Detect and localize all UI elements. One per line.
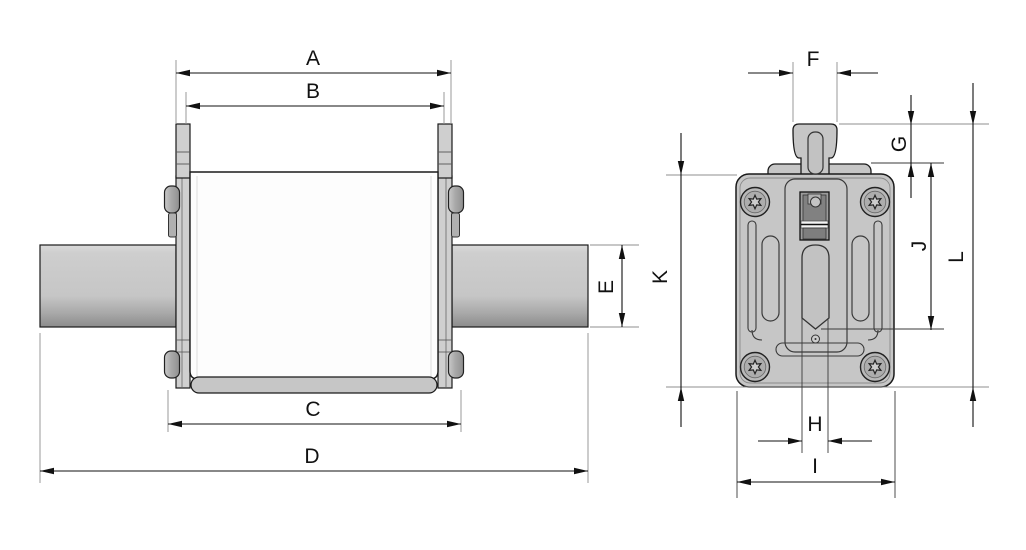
dimension-arrowheads [40, 69, 977, 486]
blade-slot [801, 244, 830, 330]
striker-pin [810, 196, 821, 208]
torx-screw-top-right [859, 186, 891, 218]
tab-slot [807, 131, 824, 175]
dim-label-F: F [807, 48, 820, 71]
top-tab-left [175, 123, 191, 179]
dim-label-C: C [305, 398, 320, 421]
dim-label-K: K [649, 270, 672, 284]
dim-label-A: A [306, 47, 320, 70]
dim-label-D: D [304, 445, 319, 468]
side-view [735, 123, 895, 388]
blade-left [39, 244, 177, 328]
top-tab-right [437, 123, 453, 179]
dim-label-E: E [595, 280, 618, 294]
fuse-body [189, 171, 439, 380]
dim-label-L: L [945, 251, 968, 263]
central-panel-groove [784, 178, 848, 353]
dim-label-H: H [807, 413, 822, 436]
blade-right [451, 244, 589, 328]
dim-label-G: G [888, 136, 911, 152]
rivet-bump-bottom-right [447, 350, 465, 379]
groove-bottom [775, 342, 865, 357]
groove-left-inner [761, 235, 780, 322]
bottom-plate [190, 376, 438, 394]
rivet-bump-bottom-left [163, 350, 181, 379]
dim-label-I: I [812, 455, 818, 478]
dim-label-B: B [306, 80, 320, 103]
rivet-bump-top-left [163, 185, 181, 214]
indicator-latch [799, 191, 830, 241]
dark-reference-lines [736, 162, 944, 498]
rivet-bump-top-right [447, 185, 465, 214]
side-body-inner-line [739, 177, 891, 384]
torx-screw-bottom-left [739, 351, 771, 383]
groove-right-inner [851, 235, 870, 322]
torx-screw-bottom-right [859, 351, 891, 383]
torx-screw-top-left [739, 186, 771, 218]
front-view [39, 123, 589, 394]
spring-clip-left [168, 212, 177, 238]
dimension-lines [40, 72, 974, 483]
dimension-labels: A B C D E F G H I J K L [304, 47, 968, 478]
extension-lines [39, 60, 989, 483]
spring-clip-right [451, 212, 460, 238]
dim-label-J: J [908, 241, 931, 252]
